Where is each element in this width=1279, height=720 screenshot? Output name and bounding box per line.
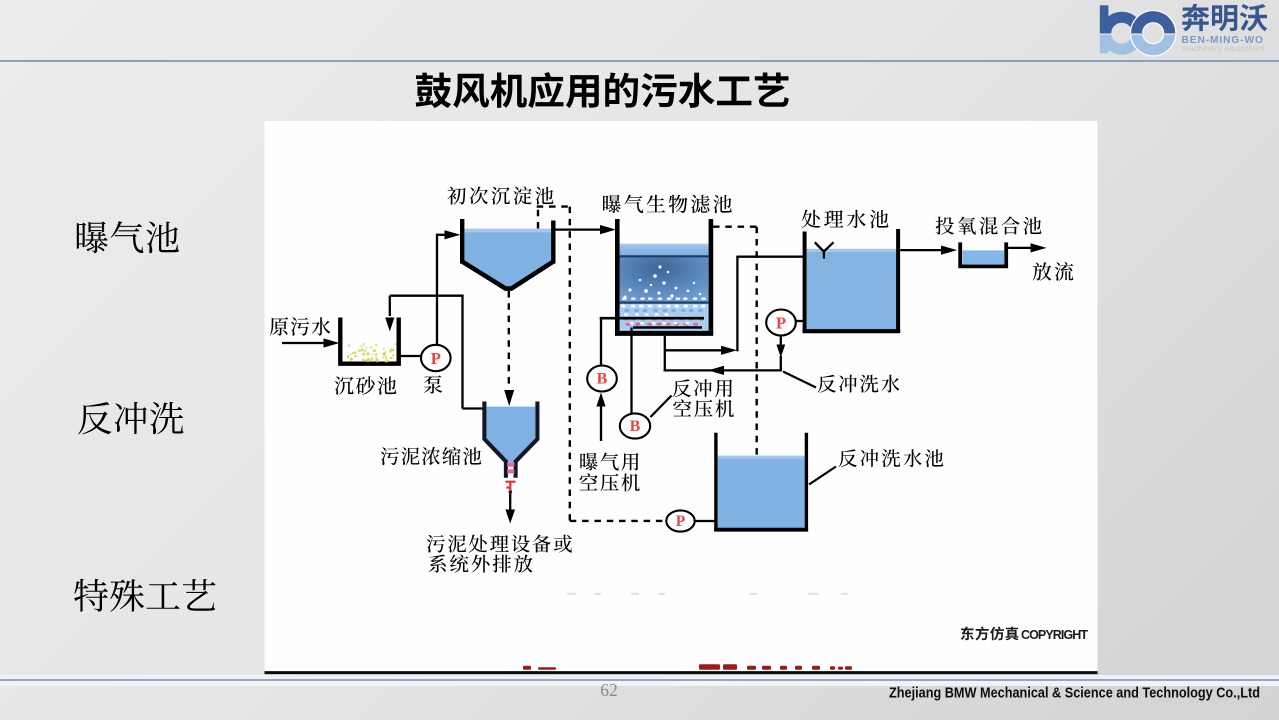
svg-text:COPYRIGHT: COPYRIGHT — [1021, 628, 1088, 642]
svg-text:B: B — [597, 371, 608, 388]
svg-text:Zhejiang BMW Mechanical & Scie: Zhejiang BMW Mechanical & Science and Te… — [889, 685, 1260, 702]
svg-text:BEN-MING-WO: BEN-MING-WO — [1182, 35, 1264, 46]
svg-text:machinery equipment: machinery equipment — [1182, 43, 1265, 53]
svg-text:P: P — [776, 314, 786, 333]
svg-text:P: P — [676, 513, 686, 530]
svg-text:62: 62 — [600, 680, 618, 700]
svg-text:B: B — [630, 418, 641, 435]
svg-text:P: P — [431, 349, 441, 368]
